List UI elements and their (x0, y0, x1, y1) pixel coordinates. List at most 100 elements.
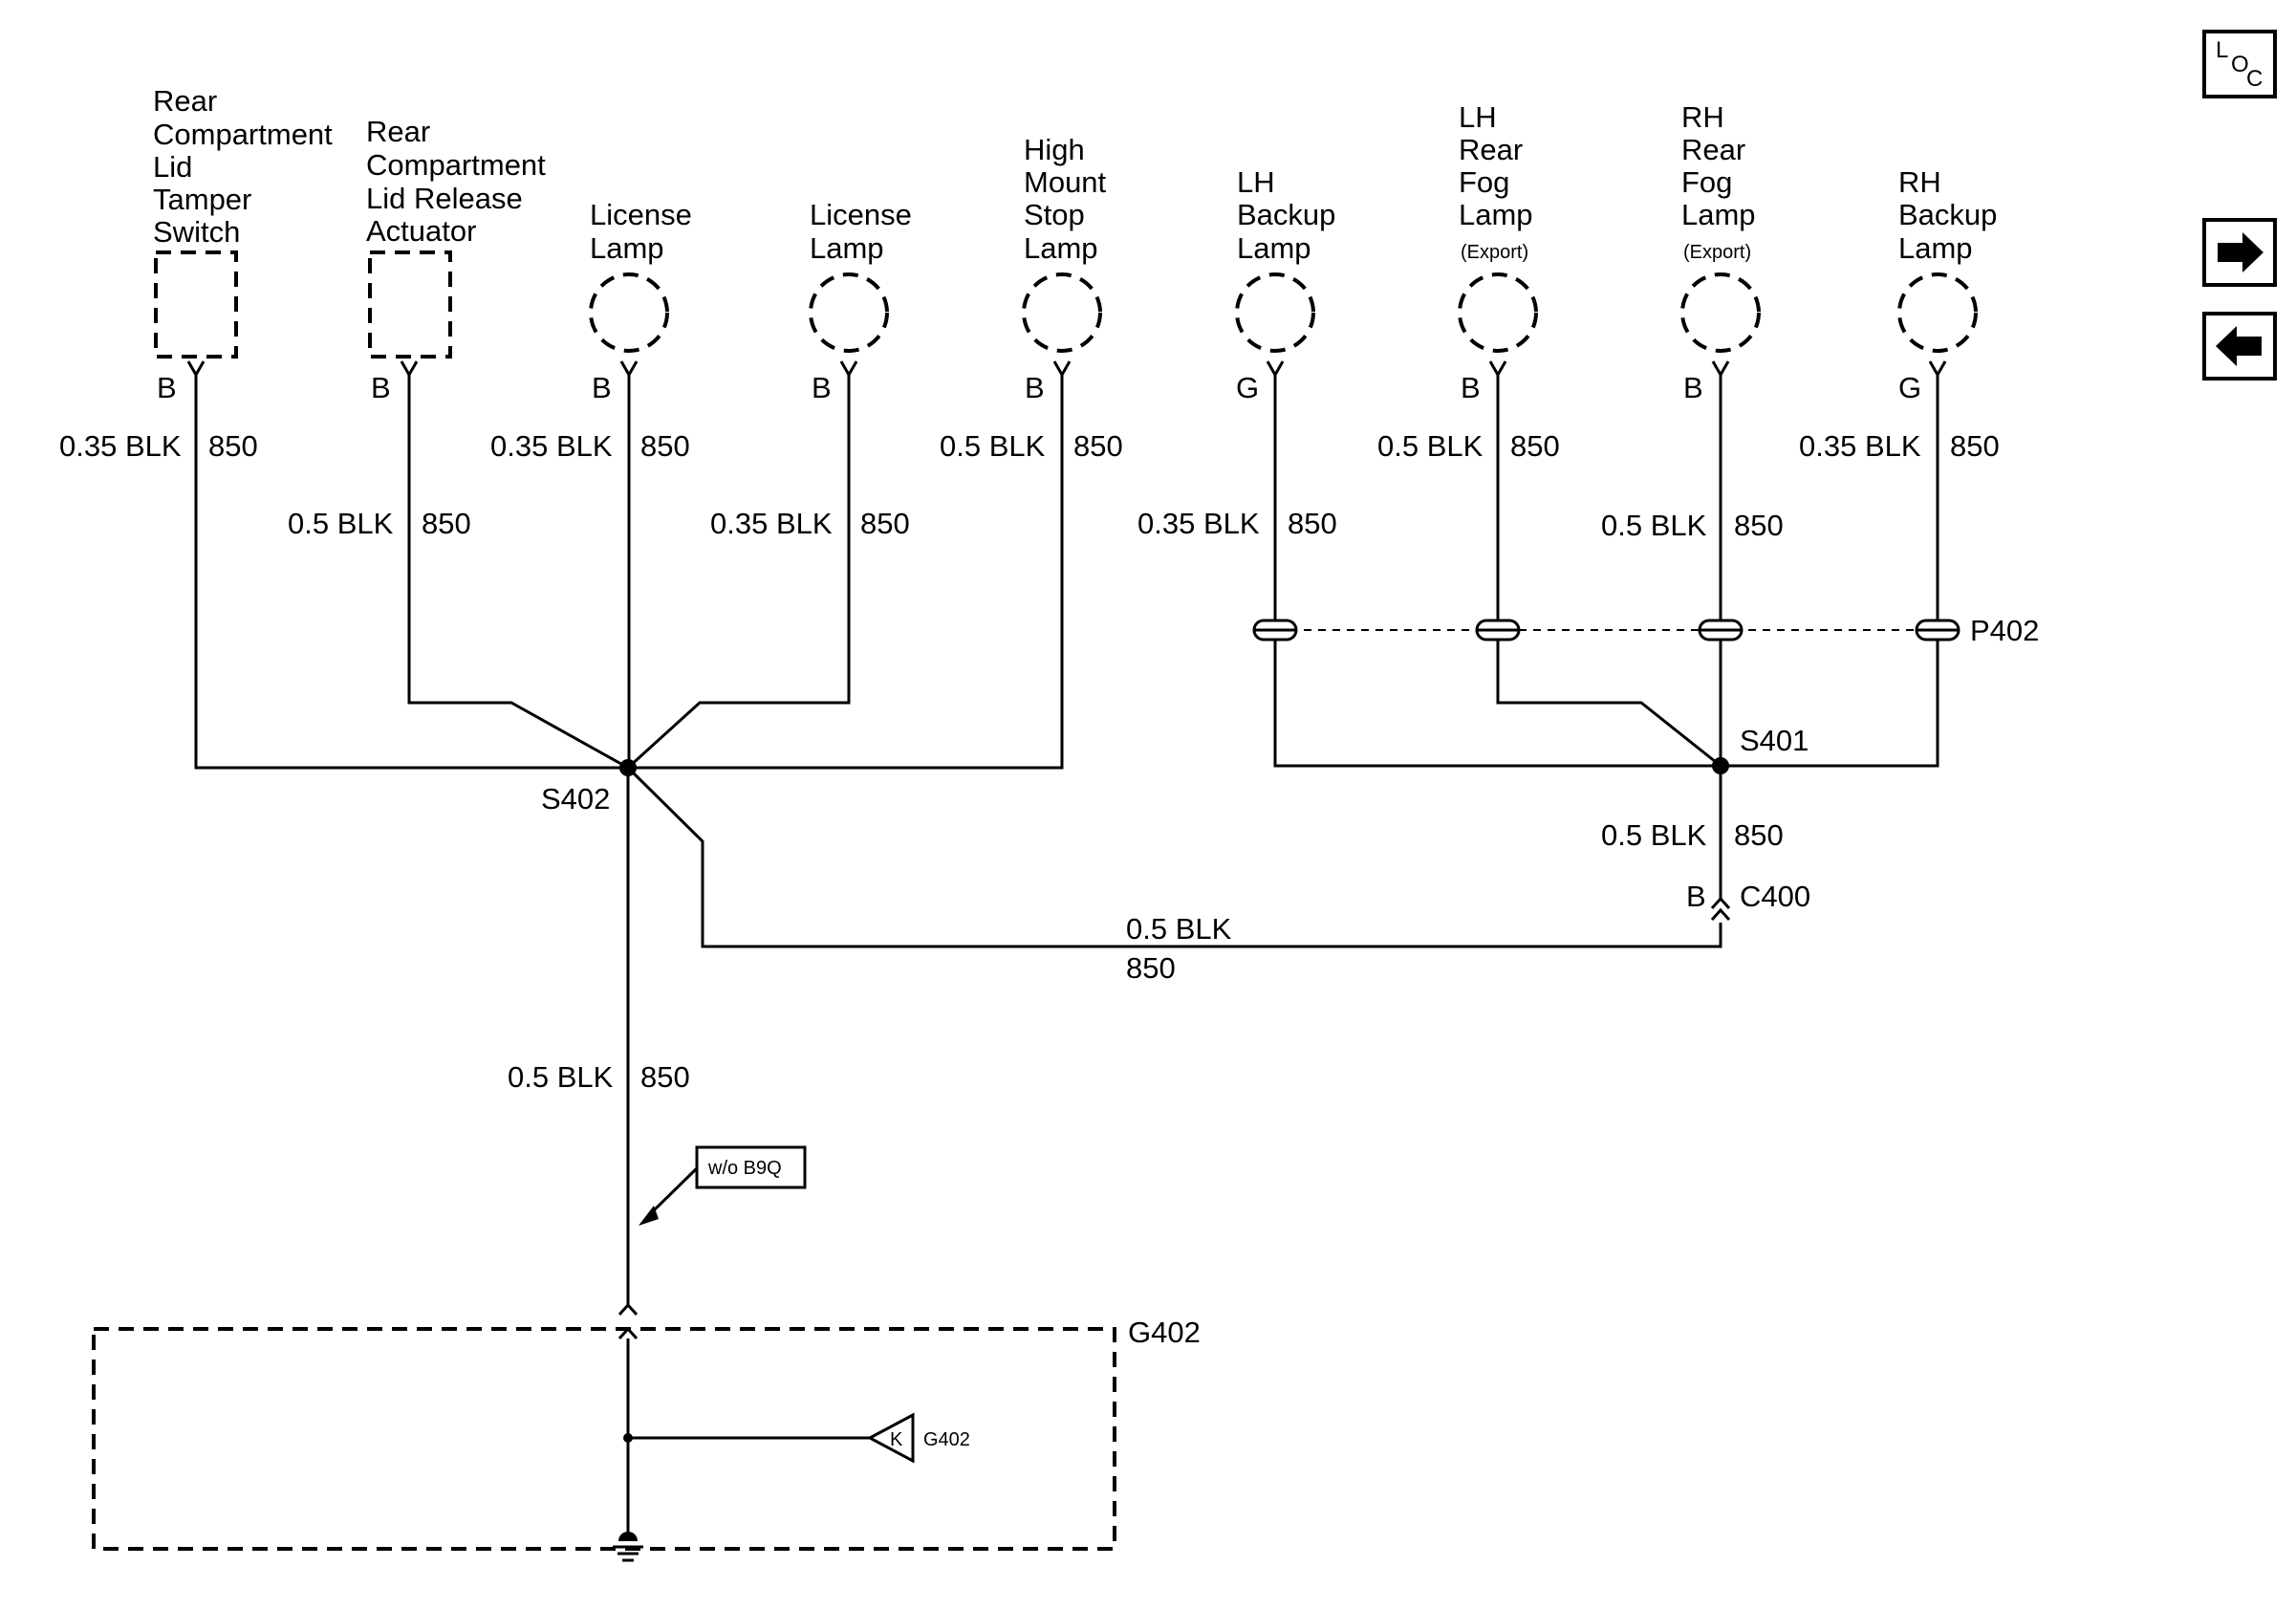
component-label-line: Lamp (1681, 198, 1756, 231)
component-label-line: Rear (1459, 133, 1523, 166)
component-label-line: Mount (1024, 165, 1107, 199)
pin-label: G (1236, 371, 1259, 404)
lamp-outline (1022, 272, 1102, 353)
component-lid-release-actuator[interactable]: Rear Compartment Lid Release Actuator B (366, 115, 546, 404)
component-label-line: Switch (153, 215, 240, 249)
pin-label: B (1025, 371, 1045, 404)
component-label-line: License (810, 198, 912, 231)
previous-page-button[interactable] (2202, 312, 2277, 381)
wires-left-group (194, 375, 1722, 1305)
component-label-line: High (1024, 133, 1085, 166)
wire-size-label: 0.5 BLK (508, 1060, 614, 1094)
lamp-outline (1897, 272, 1978, 353)
switch-outline (154, 250, 238, 359)
component-label-line: Compartment (153, 118, 333, 151)
component-label-line: Rear (1681, 133, 1745, 166)
component-label-line: Fog (1681, 165, 1732, 199)
option-tag-leader (648, 1166, 699, 1216)
wire-size-label: 0.35 BLK (59, 429, 182, 463)
pin-label: B (1461, 371, 1481, 404)
pin-label: B (592, 371, 612, 404)
export-note: (Export) (1461, 242, 1528, 263)
connector-c400[interactable]: B C400 (1686, 880, 1810, 922)
connector-label: C400 (1740, 880, 1810, 913)
wire-size-label: 0.35 BLK (710, 507, 833, 540)
right-trunk-labels: 0.5 BLK 850 (1601, 818, 1784, 852)
wire-size-label: 0.35 BLK (1137, 507, 1260, 540)
component-label-line: Lamp (1459, 198, 1533, 231)
component-rh-rear-fog-lamp[interactable]: RH Rear Fog Lamp (Export) B (1680, 100, 1761, 404)
wire-size-label: 0.5 BLK (288, 507, 394, 540)
pin-label: B (1683, 371, 1703, 404)
circuit-label: 850 (1510, 429, 1560, 463)
splice-dot (619, 759, 637, 776)
component-label-line: RH (1898, 165, 1941, 199)
component-label-line: Compartment (366, 148, 546, 182)
loc-letter-l: L (2216, 37, 2228, 63)
component-label-line: Lamp (810, 231, 884, 265)
wire-size-label: 0.5 BLK (1126, 912, 1232, 946)
inline-connector (617, 1302, 639, 1340)
splice-label: S402 (541, 782, 610, 816)
component-lh-backup-lamp[interactable]: LH Backup Lamp G (1235, 165, 1335, 404)
splice-s401[interactable]: S401 (1712, 724, 1809, 774)
circuit-label: 850 (860, 507, 910, 540)
component-label-line: Tamper (153, 183, 251, 216)
component-label-line: RH (1681, 100, 1724, 134)
circuit-label: 850 (1734, 818, 1784, 852)
component-label-line: Backup (1237, 198, 1335, 231)
arrow-right-icon (2218, 232, 2264, 272)
component-label-line: License (590, 198, 692, 231)
wire-labels-left: 0.35 BLK 850 0.5 BLK 850 0.35 BLK 850 0.… (59, 429, 1123, 540)
component-license-lamp-1[interactable]: License Lamp B (589, 198, 692, 404)
wire-size-label: 0.35 BLK (1799, 429, 1921, 463)
component-label-line: Lamp (1237, 231, 1311, 265)
location-button-frame (2202, 30, 2277, 98)
component-label-line: LH (1237, 165, 1275, 199)
lamp-outline (1235, 272, 1315, 353)
circuit-label: 850 (640, 429, 690, 463)
component-label-line: Fog (1459, 165, 1509, 199)
component-label-line: Lamp (1898, 231, 1973, 265)
pin-label: B (157, 371, 177, 404)
component-label-line: Actuator (366, 214, 476, 248)
connector-symbol (1698, 619, 1744, 642)
actuator-outline (368, 250, 452, 359)
loc-letter-c: C (2246, 66, 2263, 92)
component-lid-tamper-switch[interactable]: Rear Compartment Lid Tamper Switch B (153, 84, 333, 404)
component-label-line: Rear (153, 84, 217, 118)
lamp-outline (809, 272, 889, 353)
splice-s402[interactable]: S402 (541, 759, 637, 816)
crossover-labels: 0.5 BLK 850 (1126, 912, 1232, 985)
left-trunk-labels: 0.5 BLK 850 (508, 1060, 690, 1094)
component-lh-rear-fog-lamp[interactable]: LH Rear Fog Lamp (Export) B (1458, 100, 1538, 404)
option-tag-box (695, 1145, 807, 1189)
circuit-label: 850 (1073, 429, 1123, 463)
ground-letter: K (890, 1429, 903, 1450)
component-license-lamp-2[interactable]: License Lamp B (809, 198, 912, 404)
location-button[interactable]: L O C (2202, 30, 2277, 98)
circuit-label: 850 (208, 429, 258, 463)
next-page-button[interactable] (2202, 218, 2277, 287)
component-label-line: Lid Release (366, 182, 523, 215)
connector-symbol (1475, 619, 1521, 642)
component-high-mount-stop-lamp[interactable]: High Mount Stop Lamp B (1022, 133, 1107, 404)
loc-letter-o: O (2231, 52, 2249, 77)
connector-label: P402 (1970, 614, 2039, 647)
circuit-label: 850 (1288, 507, 1337, 540)
ground-box-g402[interactable]: G402 K G402 (92, 1316, 1201, 1551)
ground-icon (613, 1532, 643, 1562)
connector-p402[interactable]: P402 (1252, 614, 2039, 647)
connector-chevron (1710, 907, 1731, 922)
component-label-line: Lamp (590, 231, 664, 265)
wire-size-label: 0.5 BLK (1601, 818, 1707, 852)
option-tag[interactable]: w/o B9Q (639, 1145, 807, 1226)
pin-label: G (1898, 371, 1921, 404)
component-label-line: Backup (1898, 198, 1997, 231)
wire-labels-right: 0.35 BLK 850 0.5 BLK 850 0.5 BLK 850 0.3… (1137, 429, 2000, 542)
connector-pin-label: B (1686, 880, 1706, 913)
component-rh-backup-lamp[interactable]: RH Backup Lamp G (1897, 165, 1997, 404)
circuit-label: 850 (1126, 951, 1176, 985)
component-label-line: Rear (366, 115, 430, 148)
